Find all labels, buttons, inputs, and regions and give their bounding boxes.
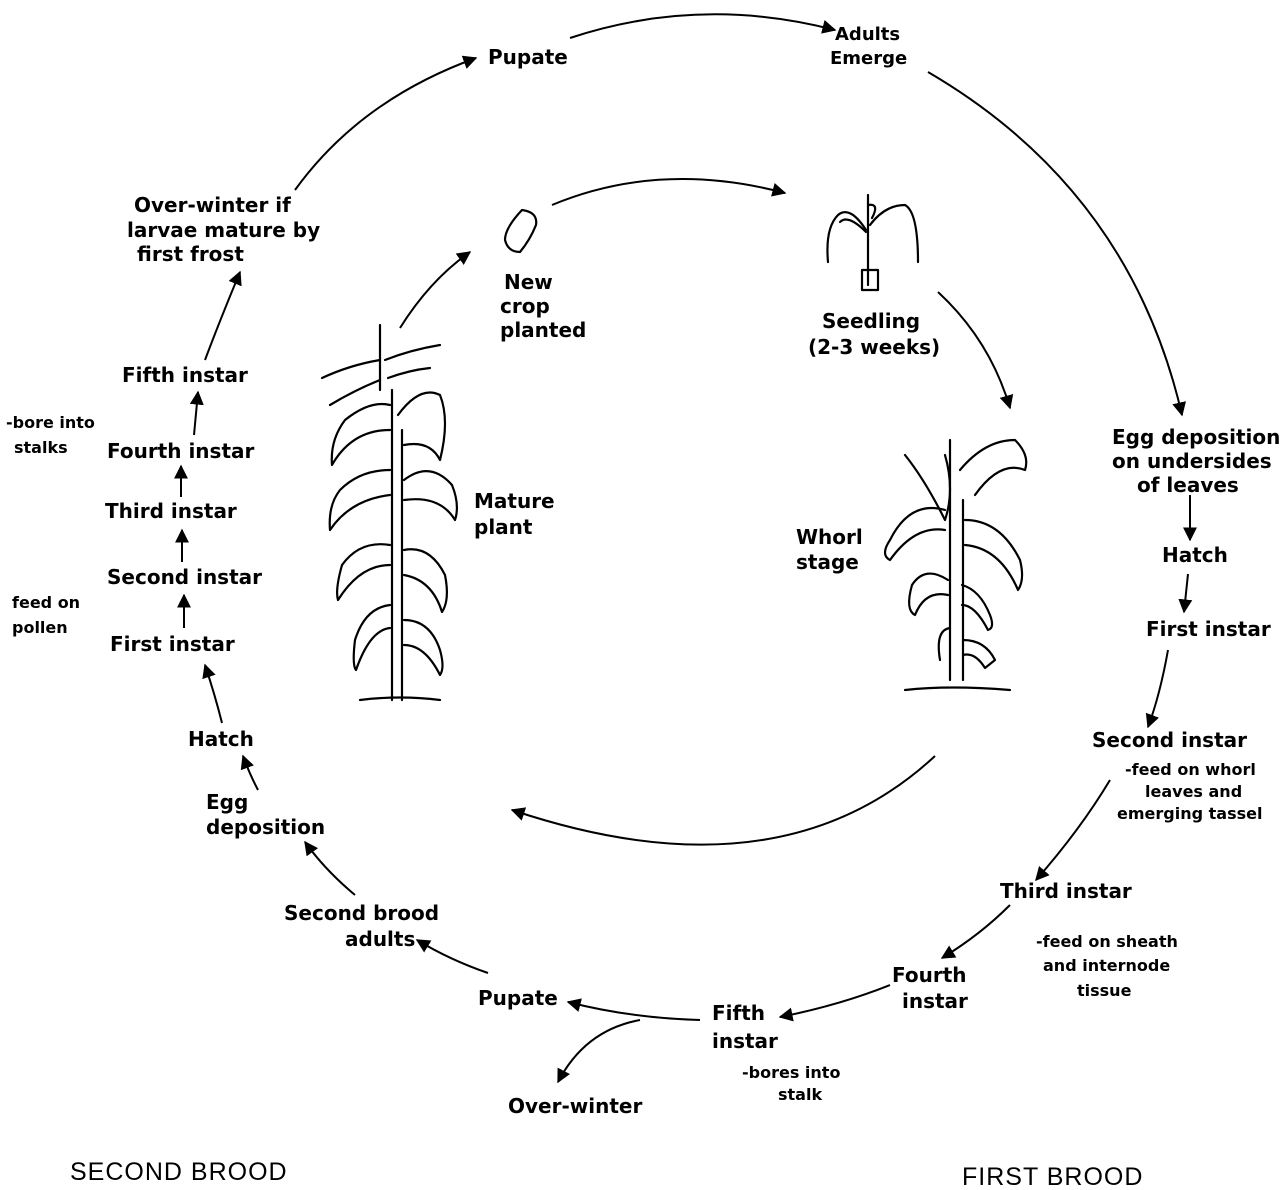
label-hatch-2b: Hatch bbox=[188, 727, 254, 751]
label-new-crop-1: New bbox=[504, 270, 553, 294]
arrow-fifth2-to-overwinter bbox=[205, 272, 240, 360]
label-egg-deposition-1: Egg deposition bbox=[1112, 425, 1280, 449]
note-feed-pollen-1: feed on bbox=[12, 593, 80, 612]
arrow-pupate-to-adults bbox=[570, 14, 835, 38]
label-fifth-instar-1b-b: instar bbox=[712, 1029, 778, 1053]
note-bore-1: -bore into bbox=[6, 413, 95, 432]
mature-plant-icon bbox=[322, 325, 457, 700]
label-over-winter: Over-winter bbox=[508, 1094, 642, 1118]
title-first-brood: FIRST BROOD bbox=[962, 1163, 1143, 1190]
arrow-overwinter-to-pupate bbox=[295, 58, 476, 190]
label-fourth-instar-2b: Fourth instar bbox=[107, 439, 255, 463]
title-second-brood: SECOND BROOD bbox=[70, 1158, 288, 1186]
label-second-brood-adults-b: adults bbox=[345, 927, 415, 951]
label-second-brood-adults-a: Second brood bbox=[284, 901, 439, 925]
label-new-crop-2: crop bbox=[500, 294, 550, 318]
label-second-instar-2b: Second instar bbox=[107, 565, 262, 589]
note-overwinter-3: first frost bbox=[137, 242, 244, 266]
label-fifth-instar-2b: Fifth instar bbox=[122, 363, 248, 387]
arrow-to-over-winter bbox=[558, 1020, 640, 1082]
label-seedling-2: (2-3 weeks) bbox=[808, 335, 940, 359]
note-second-3: emerging tassel bbox=[1117, 804, 1262, 823]
label-first-instar-2b: First instar bbox=[110, 632, 235, 656]
label-egg-deposition-2: on undersides bbox=[1112, 449, 1272, 473]
arrow-whorl-to-mature bbox=[512, 756, 935, 845]
label-egg-2b-b: deposition bbox=[206, 815, 325, 839]
note-bore-2: stalks bbox=[14, 438, 68, 457]
label-mature-1: Mature bbox=[474, 489, 555, 513]
note-second-2: leaves and bbox=[1145, 782, 1242, 801]
arrow-third-to-fourth bbox=[942, 905, 1010, 958]
label-fourth-instar-1b-a: Fourth bbox=[892, 963, 967, 987]
note-fifth-2: stalk bbox=[778, 1085, 822, 1104]
label-third-instar-1b: Third instar bbox=[1000, 879, 1132, 903]
label-egg-deposition-3: of leaves bbox=[1137, 473, 1239, 497]
note-overwinter-2: larvae mature by bbox=[127, 218, 320, 242]
arrow-pupate-to-second-adults bbox=[417, 940, 488, 973]
arrow-fourth2-to-fifth2 bbox=[194, 392, 198, 435]
note-third-1: -feed on sheath bbox=[1036, 932, 1178, 951]
label-fourth-instar-1b-b: instar bbox=[902, 989, 968, 1013]
arrow-egg2-to-hatch2 bbox=[243, 756, 258, 790]
seed-icon bbox=[505, 210, 536, 252]
label-hatch-first: Hatch bbox=[1162, 543, 1228, 567]
arrow-seedling-to-whorl bbox=[938, 292, 1010, 408]
label-pupate-top: Pupate bbox=[488, 45, 568, 69]
arrow-hatch-to-first bbox=[1184, 574, 1188, 612]
note-overwinter-1: Over-winter if bbox=[134, 193, 291, 217]
arrow-first-to-second bbox=[1148, 650, 1168, 727]
label-fifth-instar-1b-a: Fifth bbox=[712, 1001, 765, 1025]
note-fifth-1: -bores into bbox=[742, 1063, 840, 1082]
arrow-seed-to-seedling bbox=[552, 179, 785, 205]
label-new-crop-3: planted bbox=[500, 318, 586, 342]
note-feed-pollen-2: pollen bbox=[12, 618, 68, 637]
arrow-mature-to-seed bbox=[400, 252, 470, 328]
label-pupate-2b: Pupate bbox=[478, 986, 558, 1010]
arrow-adults-to-egg2 bbox=[305, 842, 355, 895]
label-adults: Adults bbox=[835, 24, 900, 45]
label-whorl-2: stage bbox=[796, 550, 859, 574]
arrow-second-to-third bbox=[1036, 780, 1110, 880]
arrow-fifth-to-pupate bbox=[568, 1002, 700, 1020]
label-whorl-1: Whorl bbox=[796, 525, 863, 549]
note-second-1: -feed on whorl bbox=[1125, 760, 1256, 779]
label-mature-2: plant bbox=[474, 515, 533, 539]
label-first-instar-1b: First instar bbox=[1146, 617, 1271, 641]
whorl-plant-icon bbox=[885, 440, 1026, 690]
arrow-fourth-to-fifth bbox=[780, 985, 890, 1017]
arrow-hatch2-to-first2 bbox=[205, 665, 222, 723]
label-emerge: Emerge bbox=[830, 48, 907, 69]
note-third-2: and internode bbox=[1043, 956, 1170, 975]
label-egg-2b-a: Egg bbox=[206, 790, 248, 814]
seedling-icon bbox=[827, 195, 918, 290]
arrow-adults-to-egg bbox=[928, 72, 1182, 415]
label-third-instar-2b: Third instar bbox=[105, 499, 237, 523]
label-seedling-1: Seedling bbox=[822, 309, 920, 333]
label-second-instar-1b: Second instar bbox=[1092, 728, 1247, 752]
note-third-3: tissue bbox=[1077, 981, 1132, 1000]
